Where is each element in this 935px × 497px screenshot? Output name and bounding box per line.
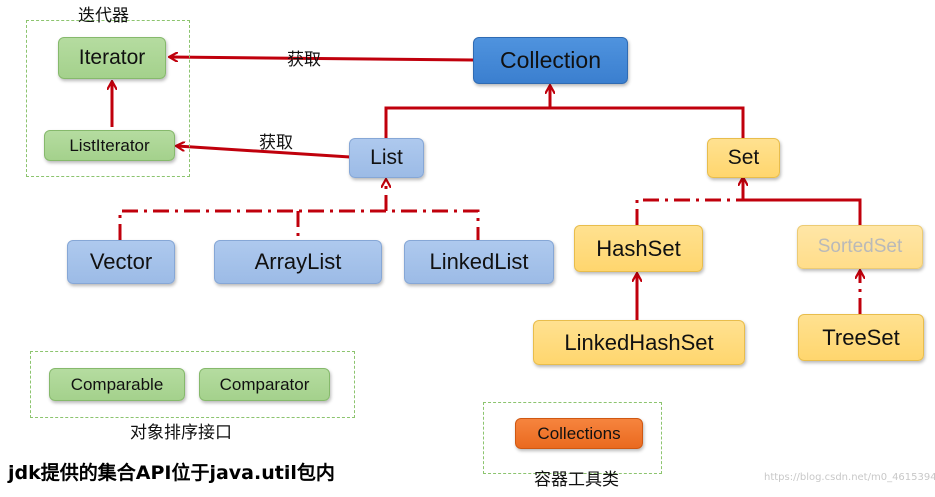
collection-node[interactable]: Collection (473, 37, 628, 84)
iterator-group (26, 20, 190, 177)
collections-node[interactable]: Collections (515, 418, 643, 449)
watermark: https://blog.csdn.net/m0_4615394 (764, 472, 935, 483)
edge-label-collection-iterator: 获取 (287, 50, 321, 70)
footer-note: jdk提供的集合API位于java.util包内 (8, 462, 335, 484)
set-node[interactable]: Set (707, 138, 780, 178)
edge-sortedset-set (743, 178, 862, 225)
tools-group-caption: 容器工具类 (534, 470, 619, 490)
list-node[interactable]: List (349, 138, 424, 178)
tools-group (483, 402, 662, 474)
list-iterator-node[interactable]: ListIterator (44, 130, 175, 161)
comparable-node[interactable]: Comparable (49, 368, 185, 401)
hashset-node[interactable]: HashSet (574, 225, 703, 272)
vector-node[interactable]: Vector (67, 240, 175, 284)
edge-list-implementations (118, 180, 480, 240)
treeset-node[interactable]: TreeSet (798, 314, 924, 361)
edge-collection-iterator (170, 57, 474, 60)
comparator-node[interactable]: Comparator (199, 368, 330, 401)
linkedlist-node[interactable]: LinkedList (404, 240, 554, 284)
iterator-group-caption: 迭代器 (78, 6, 129, 26)
arraylist-node[interactable]: ArrayList (214, 240, 382, 284)
sortedset-node[interactable]: SortedSet (797, 225, 923, 269)
edge-list-set-collection (384, 86, 745, 138)
linkedhashset-node[interactable]: LinkedHashSet (533, 320, 745, 365)
edge-list-listiterator (177, 146, 351, 159)
edge-hashset-set (635, 198, 743, 225)
comparison-group-caption: 对象排序接口 (130, 423, 232, 443)
iterator-node[interactable]: Iterator (58, 37, 166, 79)
edge-label-list-listiterator: 获取 (259, 133, 293, 153)
comparison-group (30, 351, 355, 418)
